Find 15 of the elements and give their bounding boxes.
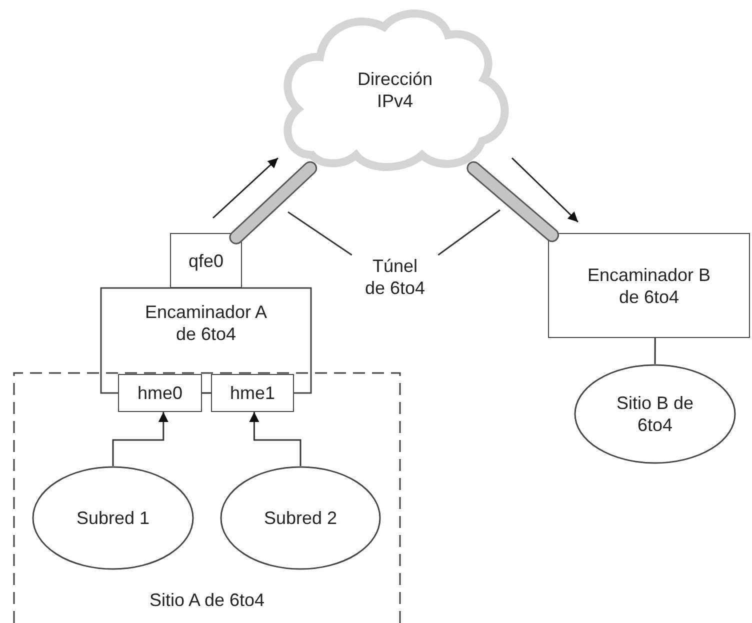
site-label: Sitio A de 6to4 bbox=[149, 589, 265, 611]
interface-box bbox=[118, 374, 202, 412]
node-label: hme1 bbox=[230, 382, 276, 404]
tunnel-label: Túnel de 6to4 bbox=[364, 255, 426, 299]
node-label: qfe0 bbox=[188, 250, 224, 272]
node-label: Dirección IPv4 bbox=[356, 68, 434, 112]
node-label: Sitio B de 6to4 bbox=[615, 392, 695, 436]
node-label: hme0 bbox=[137, 382, 183, 404]
router-box bbox=[548, 233, 750, 338]
node-label: Encaminador A de 6to4 bbox=[144, 301, 268, 345]
node-label: Subred 1 bbox=[76, 507, 150, 529]
node-label: Encaminador B de 6to4 bbox=[586, 264, 712, 308]
node-label: Subred 2 bbox=[264, 507, 338, 529]
interface-box bbox=[211, 374, 294, 412]
interface-box bbox=[170, 233, 242, 288]
